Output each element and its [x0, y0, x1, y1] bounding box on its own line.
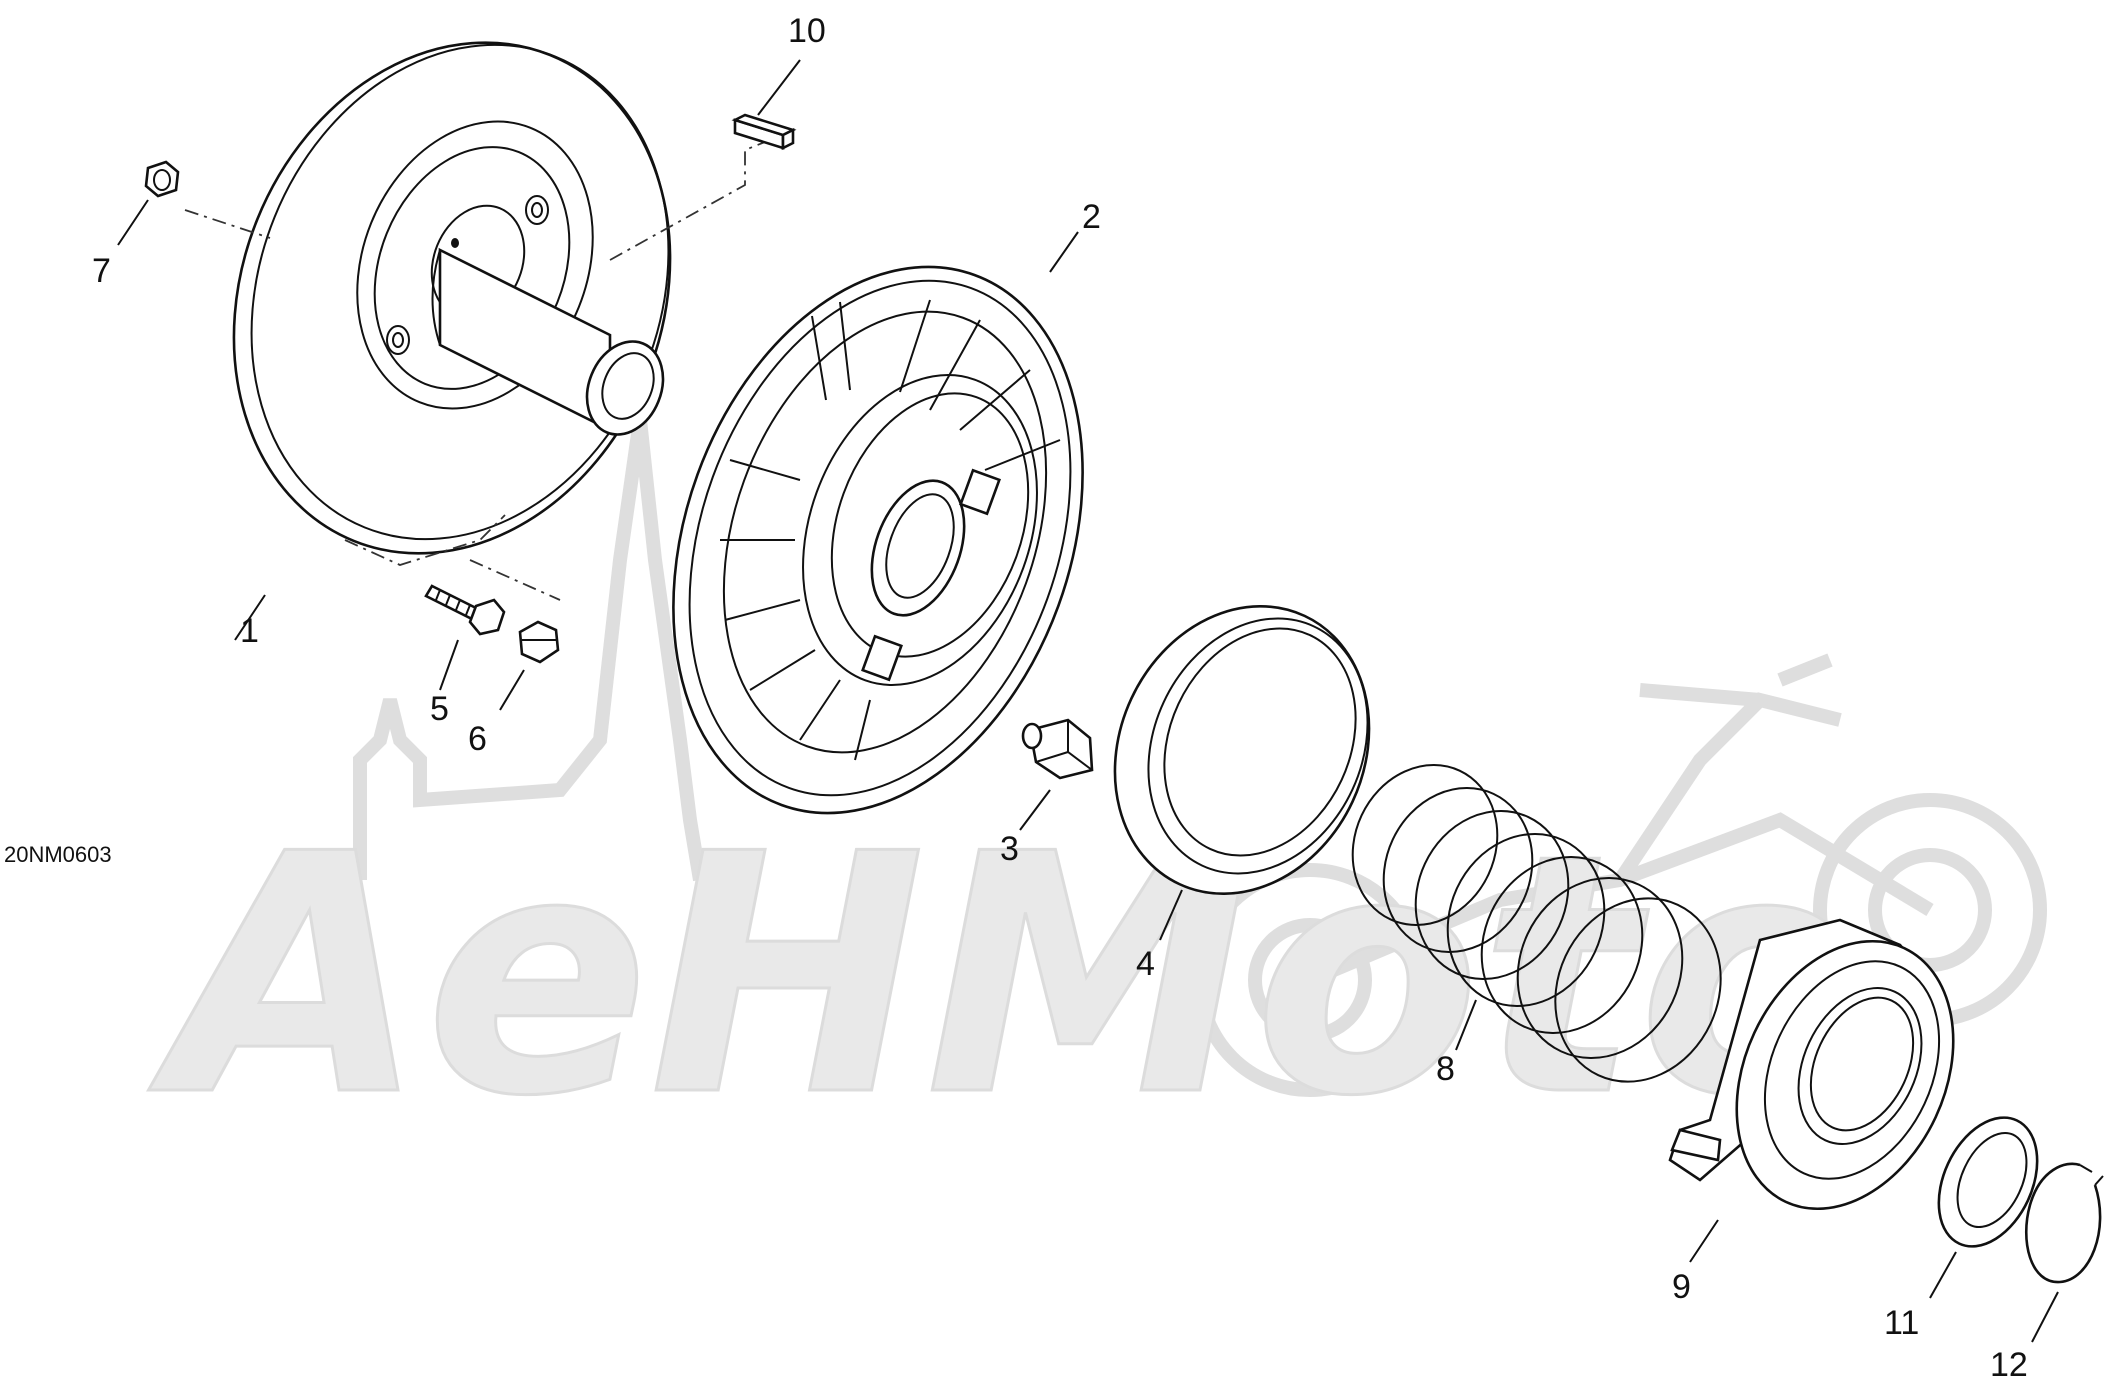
callout-8: 8: [1436, 1050, 1455, 1088]
part-11-washer[interactable]: [1919, 1102, 2056, 1262]
callout-5: 5: [430, 690, 449, 728]
part-8-spring[interactable]: [1327, 741, 1750, 1109]
part-7-nut[interactable]: [144, 160, 180, 198]
part-2-driven-sheave[interactable]: [601, 209, 1155, 870]
part-3-slider-shoe[interactable]: [1021, 718, 1094, 780]
callouts: 1 2 3 4 5 6 7 8 9 10 11 12: [92, 12, 2028, 1384]
part-1-sheave[interactable]: [159, 0, 745, 620]
callout-6: 6: [468, 720, 487, 758]
callout-11: 11: [1884, 1304, 1919, 1342]
part-12-circlip[interactable]: [2024, 1162, 2104, 1284]
part-6-cap-nut[interactable]: [518, 620, 560, 664]
leader-lines: [117, 59, 2059, 1343]
callout-1: 1: [240, 612, 259, 650]
part-9-cam[interactable]: [1668, 906, 1995, 1244]
callout-3: 3: [1000, 830, 1019, 868]
watermark-church-silhouette: [353, 419, 707, 882]
callout-10: 10: [788, 12, 826, 50]
callout-4: 4: [1136, 945, 1155, 983]
callout-9: 9: [1672, 1268, 1691, 1306]
part-10-key[interactable]: [731, 113, 797, 151]
assembly-centerlines: [184, 141, 766, 601]
callout-7: 7: [92, 252, 111, 290]
part-5-bolt[interactable]: [424, 584, 506, 636]
callout-2: 2: [1082, 198, 1101, 236]
callout-12: 12: [1990, 1346, 2028, 1384]
watermark-motorcycle-silhouette: [1193, 653, 2047, 1097]
part-4-ring[interactable]: [1069, 564, 1415, 935]
drawing-code: 20NM0603: [4, 842, 112, 867]
